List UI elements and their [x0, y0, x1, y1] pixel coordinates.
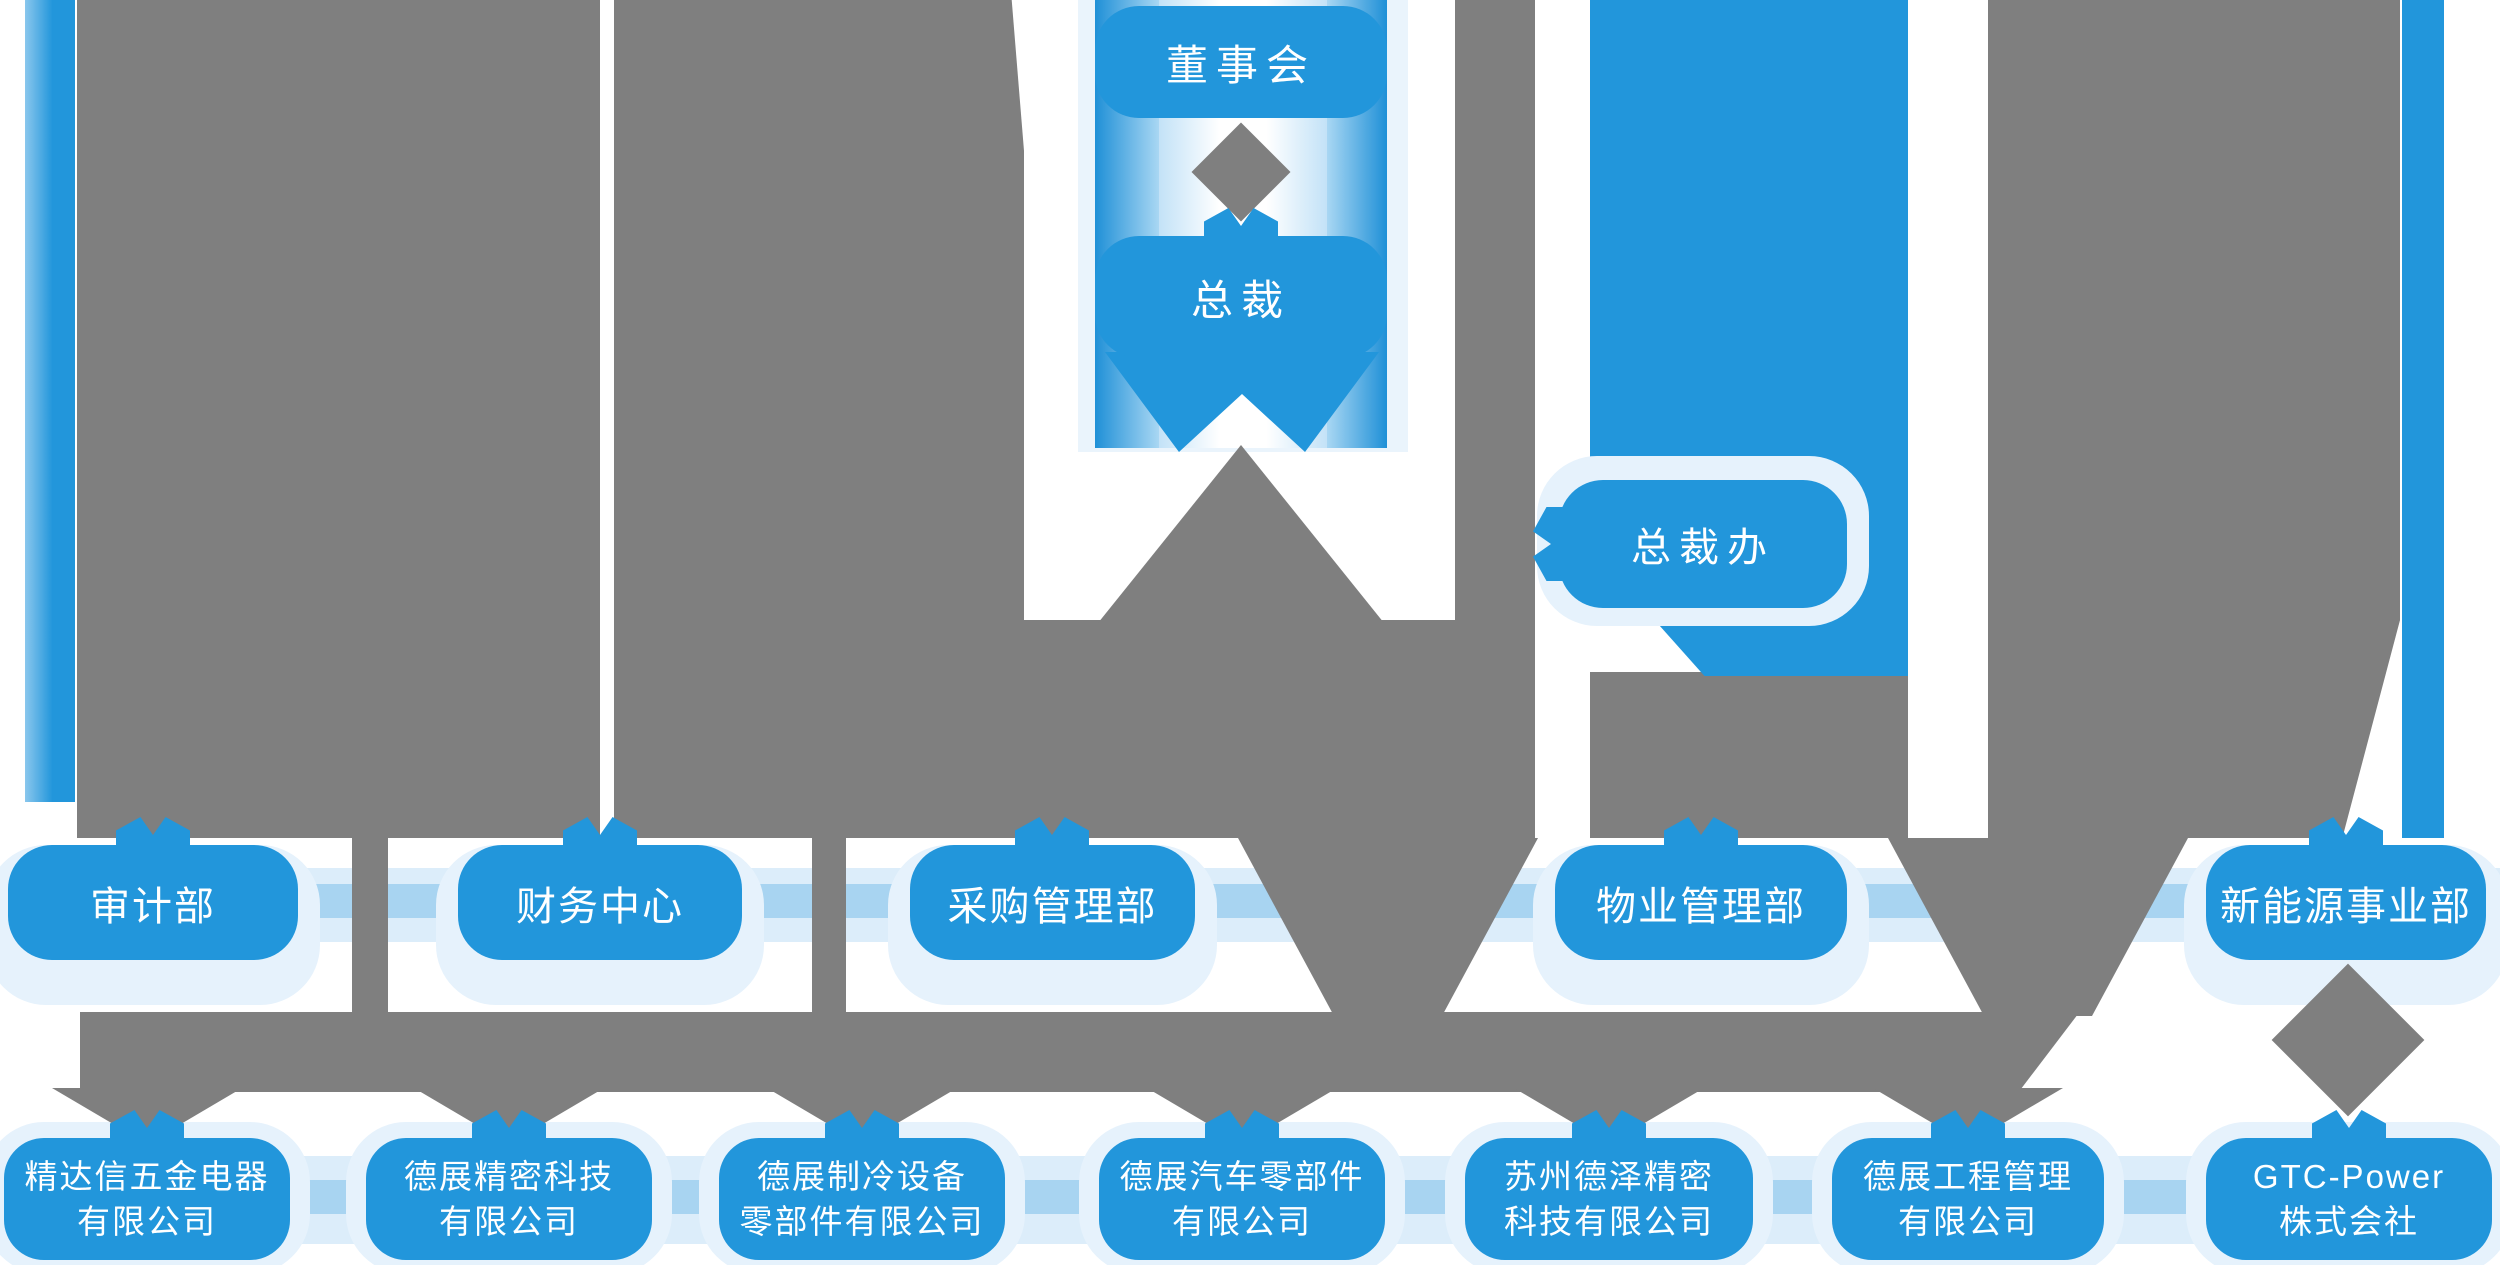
- gray-slab-right: [1988, 0, 2400, 838]
- company-label-line2: 科技有限公司: [1504, 1203, 1714, 1240]
- org-node-company-gtc-power: GTC-Power 株式会社: [2206, 1138, 2492, 1260]
- org-node-company-jingdaxin: 精达信五金电器 有限公司: [4, 1138, 290, 1260]
- org-node-dept-property: 物业管理部: [1555, 845, 1847, 960]
- dept-label: 采购管理部: [947, 884, 1158, 929]
- company-label-line2: 有限公司: [1172, 1203, 1312, 1240]
- company-label-line1: 德展汽车零部件: [1119, 1158, 1365, 1195]
- connector-trunk: [80, 1012, 2080, 1092]
- dept-label: 审计部: [90, 884, 216, 929]
- company-label-line2: 有限公司: [439, 1203, 579, 1240]
- company-label-line2: 有限公司: [1898, 1203, 2038, 1240]
- org-node-company-dezhan-precision: 德展精密科技 有限公司: [366, 1138, 652, 1260]
- org-node-company-dezhan-engineering: 德展工程管理 有限公司: [1832, 1138, 2104, 1260]
- company-label-line1: 苏州德泽精密: [1504, 1158, 1714, 1195]
- org-node-president-office: 总裁办: [1559, 480, 1847, 608]
- gray-slab-left-b: [614, 0, 1024, 838]
- gray-fill-under-president: [1024, 620, 1455, 838]
- org-node-board-label: 董事会: [1165, 41, 1316, 89]
- connector-stem-2: [812, 838, 846, 1014]
- org-node-dept-audit: 审计部: [8, 845, 298, 960]
- company-label-line1: 德展工程管理: [1863, 1158, 2073, 1195]
- org-node-dept-procurement: 采购管理部: [910, 845, 1195, 960]
- dept-label: 物业管理部: [1596, 884, 1806, 929]
- org-node-board: 董事会: [1095, 6, 1387, 118]
- org-node-president-label: 总裁: [1190, 276, 1291, 324]
- company-label-line2: 有限公司: [77, 1203, 217, 1240]
- org-node-company-suzhou-deze: 苏州德泽精密 科技有限公司: [1465, 1138, 1753, 1260]
- company-label-line1: 精达信五金电器: [24, 1158, 270, 1195]
- org-node-president-office-label: 总裁办: [1631, 526, 1775, 570]
- blue-stripe-right-edge: [2402, 0, 2444, 838]
- company-label-line2: 株式会社: [2279, 1203, 2419, 1240]
- dept-label: 财务中心: [516, 884, 684, 929]
- gray-slab-center: [1455, 0, 1535, 838]
- org-node-dept-newenergy: 新能源事业部: [2206, 845, 2486, 960]
- gray-wedge-under-president: [1098, 445, 1384, 623]
- company-label-line1: 德展精密科技: [404, 1158, 614, 1195]
- company-label-line2: 零部件有限公司: [739, 1203, 985, 1240]
- connector-stem-1: [352, 838, 388, 1014]
- blue-stripe-left-edge: [25, 0, 75, 802]
- gray-fill-under-office-column: [1590, 672, 1908, 838]
- company-label-line1: GTC-Power: [2252, 1158, 2446, 1195]
- dept-label: 新能源事业部: [2220, 884, 2472, 929]
- company-label-line1: 德展制冷设备: [757, 1158, 967, 1195]
- org-node-company-dezhan-refrigeration: 德展制冷设备 零部件有限公司: [719, 1138, 1005, 1260]
- org-node-dept-finance: 财务中心: [458, 845, 742, 960]
- org-node-company-dezhan-auto: 德展汽车零部件 有限公司: [1099, 1138, 1385, 1260]
- org-node-president: 总裁: [1095, 236, 1387, 358]
- gray-slab-left-a: [77, 0, 600, 838]
